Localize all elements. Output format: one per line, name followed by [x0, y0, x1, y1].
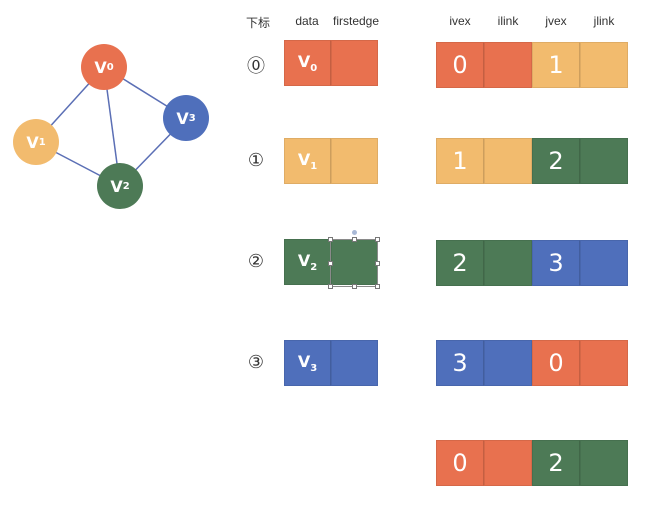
vertex-data-subscript: 1	[310, 161, 318, 173]
edge-jvex-value: 1	[548, 51, 564, 79]
edge-ilink-cell	[484, 440, 532, 486]
graph-node-label: V	[26, 132, 39, 152]
vertex-index-label: ⓪	[247, 56, 265, 77]
edge-ilink-cell	[484, 340, 532, 386]
header-index: 下标	[245, 16, 270, 30]
edge-ivex-value: 1	[452, 147, 468, 175]
edge-jvex-cell: 3	[532, 240, 580, 286]
vertex-index-label: ②	[247, 251, 265, 272]
edge-jlink-cell	[580, 440, 628, 486]
graph-node-label: V	[176, 108, 189, 128]
vertex-data-label: V3	[297, 351, 318, 375]
vertex-firstedge-cell	[331, 340, 378, 386]
vertex-index-label: ③	[247, 352, 265, 373]
vertex-data-label: V1	[297, 149, 318, 173]
edge-ivex-value: 0	[452, 449, 468, 477]
graph-node-subscript: 3	[188, 112, 196, 124]
edge-ivex-cell: 0	[436, 42, 484, 88]
vertex-data-subscript: 3	[310, 363, 318, 375]
edge-ivex-value: 0	[452, 51, 468, 79]
edge-jlink-cell	[580, 240, 628, 286]
edge-ivex-value: 2	[452, 249, 468, 277]
selection-handle[interactable]	[328, 284, 333, 289]
graph-node-subscript: 1	[38, 136, 46, 148]
edge-ivex-cell: 3	[436, 340, 484, 386]
selection-handle[interactable]	[352, 237, 357, 242]
graph-node-subscript: 2	[122, 180, 130, 192]
vertex-data-cell: V3	[284, 340, 331, 386]
edge-jvex-cell: 1	[532, 42, 580, 88]
vertex-data-cell: V2	[284, 239, 331, 285]
edge-jvex-cell: 2	[532, 440, 580, 486]
edge-jlink-cell	[580, 138, 628, 184]
edge-jlink-cell	[580, 340, 628, 386]
selection-handle[interactable]	[375, 284, 380, 289]
graph-node-subscript: 0	[106, 61, 114, 73]
selection-handle[interactable]	[375, 237, 380, 242]
vertex-data-subscript: 2	[310, 262, 318, 274]
selection-handle[interactable]	[375, 261, 380, 266]
edge-ilink-cell	[484, 240, 532, 286]
vertex-data-label: V2	[297, 250, 318, 274]
edge-jvex-value: 2	[548, 147, 564, 175]
graph-node-label: V	[110, 176, 123, 196]
vertex-data-subscript: 0	[310, 63, 318, 75]
header-data: data	[295, 14, 319, 28]
selection-box[interactable]	[328, 237, 380, 289]
selection-handle[interactable]	[328, 261, 333, 266]
header-ilink: ilink	[497, 14, 519, 28]
header-firstedge: firstedge	[332, 14, 380, 28]
vertex-firstedge-cell	[331, 138, 378, 184]
vertex-firstedge-cell	[331, 40, 378, 86]
edge-ivex-cell: 1	[436, 138, 484, 184]
header-ivex: ivex	[449, 14, 471, 28]
rotate-handle[interactable]	[352, 230, 357, 235]
vertex-data-cell: V1	[284, 138, 331, 184]
edge-jlink-cell	[580, 42, 628, 88]
header-jvex: jvex	[545, 14, 567, 28]
edge-ilink-cell	[484, 42, 532, 88]
edge-ivex-cell: 2	[436, 240, 484, 286]
vertex-data-cell: V0	[284, 40, 331, 86]
graph-node-label: V	[94, 57, 107, 77]
edge-ilink-cell	[484, 138, 532, 184]
edge-ivex-value: 3	[452, 349, 468, 377]
vertex-index-label: ①	[247, 150, 265, 171]
selection-handle[interactable]	[352, 284, 357, 289]
edge-jvex-value: 3	[548, 249, 564, 277]
edge-ivex-cell: 0	[436, 440, 484, 486]
edge-jvex-cell: 0	[532, 340, 580, 386]
edge-jvex-cell: 2	[532, 138, 580, 184]
selection-handle[interactable]	[328, 237, 333, 242]
edge-jvex-value: 0	[548, 349, 564, 377]
vertex-data-label: V0	[297, 51, 318, 75]
edge-jvex-value: 2	[548, 449, 564, 477]
header-jlink: jlink	[593, 14, 615, 28]
